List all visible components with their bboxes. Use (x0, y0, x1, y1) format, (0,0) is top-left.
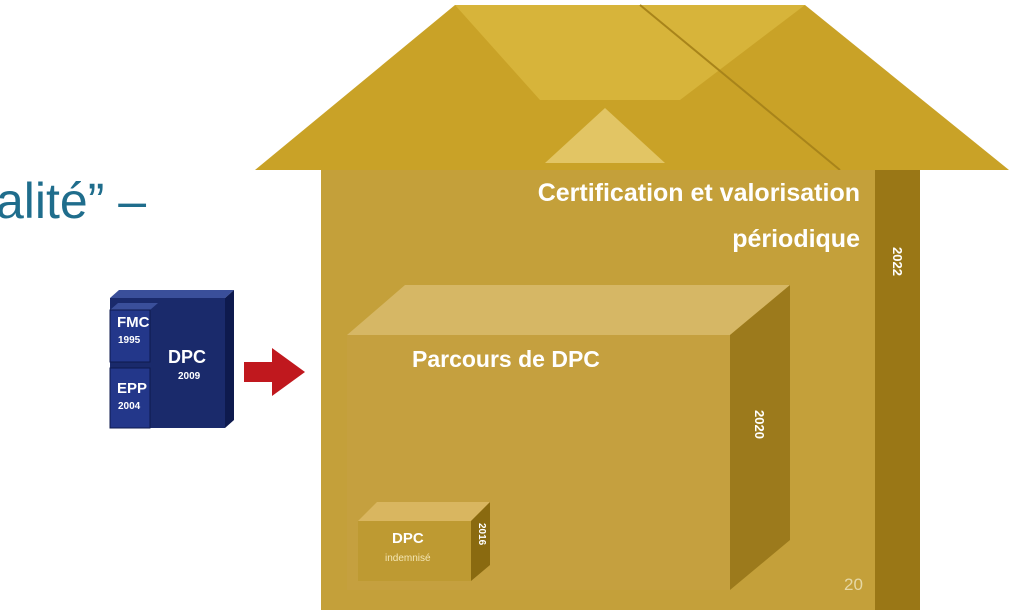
blue-cube (109, 290, 234, 429)
inner-box-title: Parcours de DPC (412, 346, 600, 372)
mini-box-year: 2016 (476, 523, 487, 546)
mini-box-subtitle: indemnisé (385, 553, 431, 564)
page-number: 20 (844, 575, 863, 594)
arrow-icon (244, 348, 305, 396)
slide-title-fragment: alité” – (0, 173, 147, 229)
epp-year: 2004 (118, 401, 141, 412)
house-title-line2: périodique (732, 225, 860, 253)
house-title-line1: Certification et valorisation (537, 179, 860, 207)
epp-label: EPP (117, 380, 148, 397)
dpc-label: DPC (168, 347, 207, 367)
inner-box-year: 2020 (752, 410, 767, 439)
dpc-year: 2009 (178, 371, 201, 382)
mini-box-title: DPC (392, 530, 424, 547)
inner-box (347, 285, 790, 590)
house-year: 2022 (890, 247, 905, 276)
fmc-label: FMC (117, 314, 150, 331)
fmc-year: 1995 (118, 335, 141, 346)
mini-box (358, 502, 490, 581)
house-roof (255, 4, 1009, 171)
